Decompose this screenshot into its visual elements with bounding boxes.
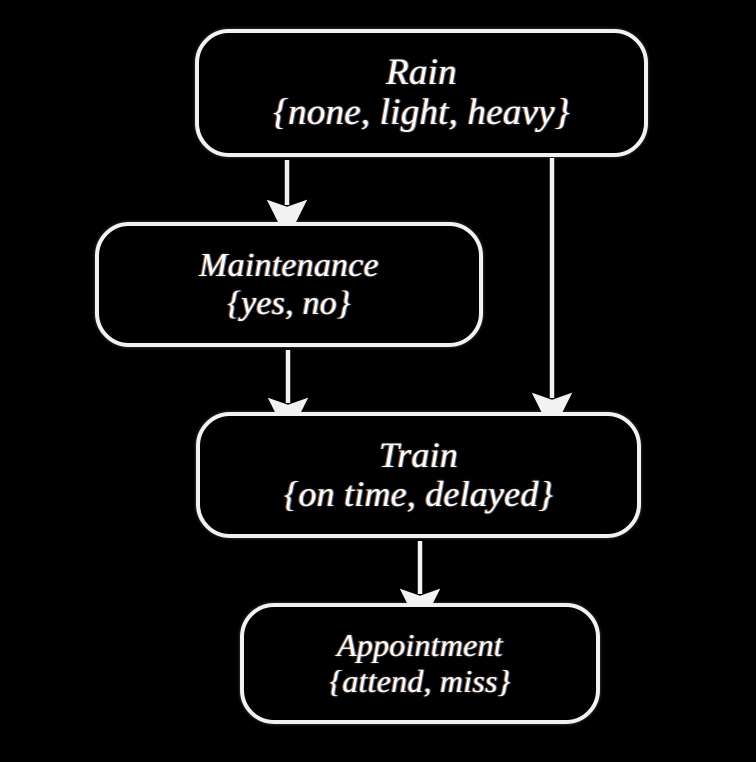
node-maintenance-domain: {yes, no} [227, 285, 351, 322]
node-maintenance-label: Maintenance [199, 246, 379, 284]
node-appointment-domain: {attend, miss} [329, 663, 511, 699]
node-rain-domain: {none, light, heavy} [273, 92, 570, 133]
node-rain[interactable]: Rain {none, light, heavy} [195, 29, 648, 157]
node-rain-label: Rain [386, 51, 457, 93]
node-maintenance[interactable]: Maintenance {yes, no} [95, 222, 483, 347]
node-train-domain: {on time, delayed} [283, 474, 554, 514]
node-train[interactable]: Train {on time, delayed} [196, 412, 641, 538]
node-appointment[interactable]: Appointment {attend, miss} [240, 603, 600, 724]
node-appointment-label: Appointment [337, 626, 503, 663]
node-train-label: Train [378, 434, 459, 475]
